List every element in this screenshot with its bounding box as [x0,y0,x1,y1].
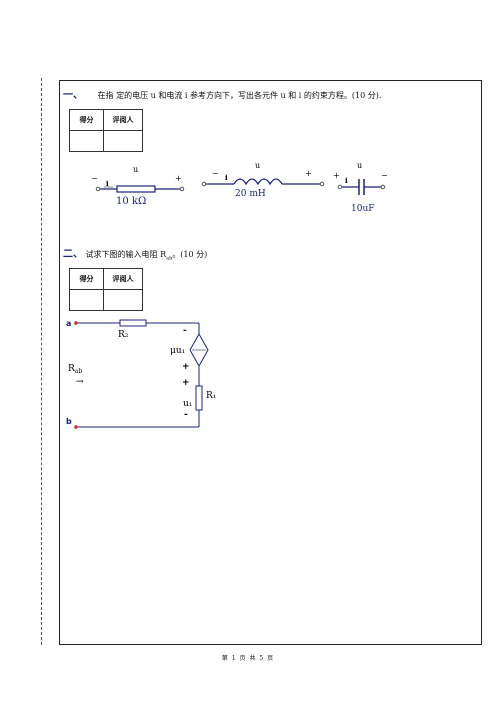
source-label: μu₁ [170,346,185,356]
rab-main: R [68,364,75,374]
terminal-left [201,181,207,187]
r1-minus: - [184,410,188,420]
terminal-right [319,181,325,187]
question-2-text-sub: ab [166,255,173,262]
value-label: 10uF [351,204,375,214]
current-label: i [106,179,109,188]
grader-cell[interactable] [103,130,143,152]
current-label: i [225,173,228,182]
source-minus: - [183,326,187,336]
rab-sub: ab [75,368,83,375]
capacitor-element: u + − i 10uF [333,161,388,214]
node-b-dot [74,425,78,429]
page-footer: 第 1 页 共 5 页 [221,655,275,662]
question-2-text-post: 。(10 分) [172,250,208,259]
r1-plus: + [182,378,190,388]
terminal-right [380,184,386,190]
plus-sign: + [333,171,340,180]
resistor-r1 [195,385,203,411]
question-1-number: 一、 [63,90,83,101]
question-1-score-table: 得分 评阅人 [69,109,143,152]
source-plus: + [182,362,190,372]
r1-label: R₁ [206,391,216,401]
question-2-text: 试求下图的输入电阻 R [85,250,167,259]
exam-frame [59,80,482,645]
value-label: 10 kΩ [116,196,146,207]
resistor-element: u − + i 10 kΩ [91,165,185,207]
voltage-label: u [357,161,362,170]
question-2-number: 二、 [63,249,83,260]
plus-sign: + [175,174,182,183]
node-a-dot [74,321,78,325]
rab-arrow: → [76,377,84,387]
minus-sign: − [381,171,388,180]
voltage-label: u [255,161,260,170]
u1-label: u₁ [183,399,192,409]
resistor-body [116,185,156,193]
question-1-text: 在指 定的电压 u 和电流 i 参考方向下，写出各元件 u 和 i 的约束方程。… [97,91,382,100]
question-1-title: 一、 在指 定的电压 u 和电流 i 参考方向下，写出各元件 u 和 i 的约束… [63,86,381,101]
voltage-label: u [133,165,138,174]
question-2-score-table: 得分 评阅人 [69,268,143,311]
terminal-right [179,186,185,192]
binding-dashed-line [41,78,42,645]
terminal-left [95,186,101,192]
resistor-r2 [119,319,147,327]
inductor-coil [233,178,283,186]
minus-sign: − [91,174,98,183]
node-b-label: b [66,417,72,426]
question-2-title: 二、 试求下图的输入电阻 Rab。(10 分) [63,245,207,262]
inductor-element: u − + i 20 mH [201,161,325,199]
grader-cell[interactable] [103,289,143,311]
circuit-diagram: a b R₂ R₁ Rab → - μu₁ + + u₁ - [66,319,216,429]
current-label: i [345,176,348,185]
node-a-label: a [66,319,71,328]
r2-label: R₂ [118,330,129,340]
terminal-left [337,184,343,190]
rab-label: Rab [68,364,82,375]
plus-sign: + [305,169,312,178]
minus-sign: − [212,169,219,178]
value-label: 20 mH [235,189,266,199]
